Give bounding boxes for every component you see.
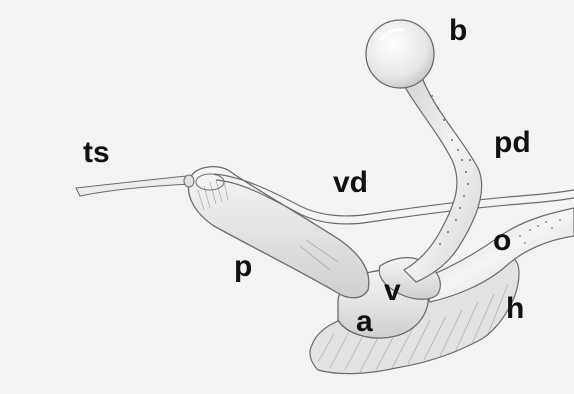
- bursa-duct-pd: [398, 72, 482, 282]
- label-o: o: [493, 226, 511, 256]
- terminal-thread-ts: [76, 175, 194, 196]
- label-a: a: [356, 307, 373, 337]
- label-p: p: [234, 252, 252, 282]
- label-vd: vd: [333, 168, 368, 198]
- label-pd: pd: [494, 128, 531, 158]
- label-h: h: [506, 294, 524, 324]
- bursa-copulatrix-b: [366, 20, 434, 88]
- label-ts: ts: [83, 138, 110, 168]
- label-v: v: [384, 276, 401, 306]
- label-b: b: [449, 16, 467, 46]
